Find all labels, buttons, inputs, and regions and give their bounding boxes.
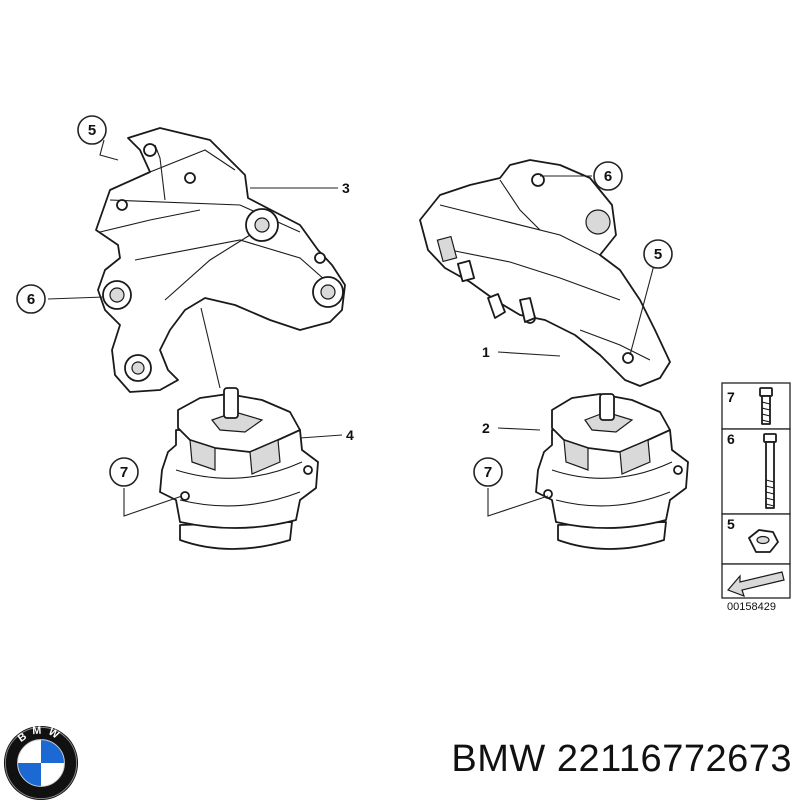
callout-3: 3 — [342, 180, 350, 196]
callout-5-left: 5 — [77, 115, 107, 145]
svg-text:4: 4 — [346, 427, 354, 443]
callout-4: 4 — [346, 427, 354, 443]
leader-lines — [47, 139, 655, 517]
bmw-logo: BMW — [3, 724, 79, 801]
callout-2: 2 — [482, 420, 490, 436]
callout-1: 1 — [482, 344, 490, 360]
svg-text:2: 2 — [482, 420, 490, 436]
callout-7-right: 7 — [473, 457, 503, 487]
callout-7-left: 7 — [109, 457, 139, 487]
svg-text:7: 7 — [120, 464, 128, 481]
left-engine-mount — [159, 387, 319, 550]
legend-number-6: 6 — [727, 431, 735, 447]
legend-number-7: 7 — [727, 389, 735, 405]
part-number-caption: BMW 22116772673 — [451, 738, 792, 780]
svg-text:5: 5 — [88, 122, 96, 139]
callout-6-left: 6 — [16, 284, 46, 314]
legend-number-5: 5 — [727, 516, 735, 532]
bolt-icon — [759, 387, 773, 425]
svg-text:7: 7 — [484, 464, 492, 481]
right-engine-mount — [535, 393, 689, 550]
hex-nut-icon — [748, 529, 779, 553]
right-engine-bracket — [419, 159, 671, 387]
drawing-number: 00158429 — [727, 601, 776, 613]
callout-5-right: 5 — [643, 239, 673, 269]
svg-text:3: 3 — [342, 180, 350, 196]
left-engine-bracket — [95, 127, 346, 393]
svg-text:6: 6 — [604, 168, 612, 185]
long-bolt-icon — [763, 433, 777, 509]
arrow-icon — [726, 571, 785, 598]
callout-6-right: 6 — [593, 161, 623, 191]
svg-text:5: 5 — [654, 246, 662, 263]
svg-text:1: 1 — [482, 344, 490, 360]
svg-text:6: 6 — [27, 291, 35, 308]
fastener-legend: 7 6 5 00158429 — [721, 382, 791, 613]
